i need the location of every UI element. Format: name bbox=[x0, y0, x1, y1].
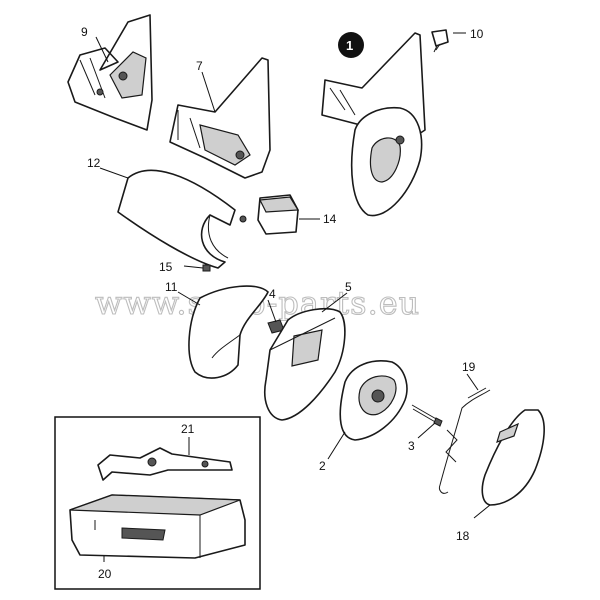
callout-2: 2 bbox=[319, 459, 326, 473]
part-3-screw bbox=[411, 404, 443, 427]
callout-4: 4 bbox=[269, 287, 276, 301]
part-5-inner-housing bbox=[264, 308, 346, 421]
callout-15: 15 bbox=[159, 260, 173, 274]
part-7-inner-bracket bbox=[169, 57, 271, 179]
part-14-block bbox=[257, 194, 300, 235]
part-12-cover-shell bbox=[117, 169, 247, 269]
callout-21: 21 bbox=[181, 422, 195, 436]
callout-14: 14 bbox=[323, 212, 337, 226]
part-9-mirror-bracket bbox=[67, 14, 153, 131]
part-11-housing-cap bbox=[188, 285, 269, 379]
callout-10: 10 bbox=[470, 27, 484, 41]
part-10-screw bbox=[431, 29, 449, 53]
callout-9: 9 bbox=[81, 25, 88, 39]
callout-20: 20 bbox=[98, 567, 112, 581]
callout-11: 11 bbox=[165, 280, 178, 294]
part-1-mirror-assembly bbox=[321, 32, 426, 217]
part-18-mirror-glass bbox=[481, 409, 545, 506]
leader-lines bbox=[95, 32, 491, 562]
part-21-clip-strip bbox=[97, 447, 233, 481]
badge-label: 1 bbox=[346, 38, 353, 53]
part-20-control-unit bbox=[69, 494, 246, 559]
callout-7: 7 bbox=[196, 59, 203, 73]
part-19-heating-element bbox=[439, 387, 491, 494]
assembly-badge: 1 bbox=[338, 32, 364, 58]
part-15-small-screw bbox=[202, 264, 211, 272]
callout-3: 3 bbox=[408, 439, 415, 453]
callout-12: 12 bbox=[87, 156, 101, 170]
part-2-motor-adjuster bbox=[339, 360, 408, 441]
callout-18: 18 bbox=[456, 529, 470, 543]
callout-labels: 9 7 10 12 14 15 11 4 5 19 2 3 18 21 20 bbox=[81, 25, 484, 581]
inset-box bbox=[54, 416, 261, 590]
callout-19: 19 bbox=[462, 360, 476, 374]
callout-5: 5 bbox=[345, 280, 352, 294]
